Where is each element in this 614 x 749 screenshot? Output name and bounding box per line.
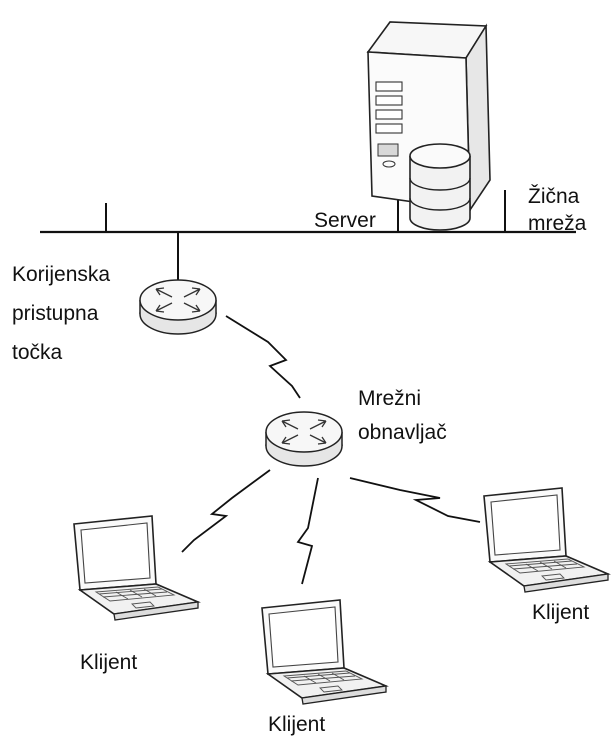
laptop-icon: [73, 515, 199, 621]
wired-network-label-line1: Žična: [528, 185, 580, 208]
client-left-label: Klijent: [80, 651, 138, 674]
laptop-icon: [261, 599, 387, 705]
wireless-link-repeater-client-left: [181, 469, 271, 553]
repeater-label-line1: Mrežni: [358, 387, 422, 410]
root-access-point-label-line2: pristupna: [12, 302, 99, 325]
wired-network-label-line2: mreža: [528, 212, 587, 235]
server-label: Server: [314, 209, 376, 232]
client-right-label: Klijent: [532, 601, 590, 624]
root-access-point-label-line1: Korijenska: [12, 263, 111, 286]
client-bottom-label: Klijent: [268, 713, 326, 736]
database-cylinder-icon: [409, 143, 471, 231]
repeater-label-line2: obnavljač: [358, 421, 447, 444]
repeater-router-icon: [265, 411, 343, 467]
wireless-link-repeater-client-right: [349, 477, 481, 523]
root-access-point-router-icon: [139, 279, 217, 335]
wireless-link-ap-repeater: [225, 315, 301, 399]
wireless-link-repeater-client-bottom: [296, 477, 319, 585]
laptop-icon: [483, 487, 609, 593]
root-access-point-label-line3: točka: [12, 341, 63, 364]
